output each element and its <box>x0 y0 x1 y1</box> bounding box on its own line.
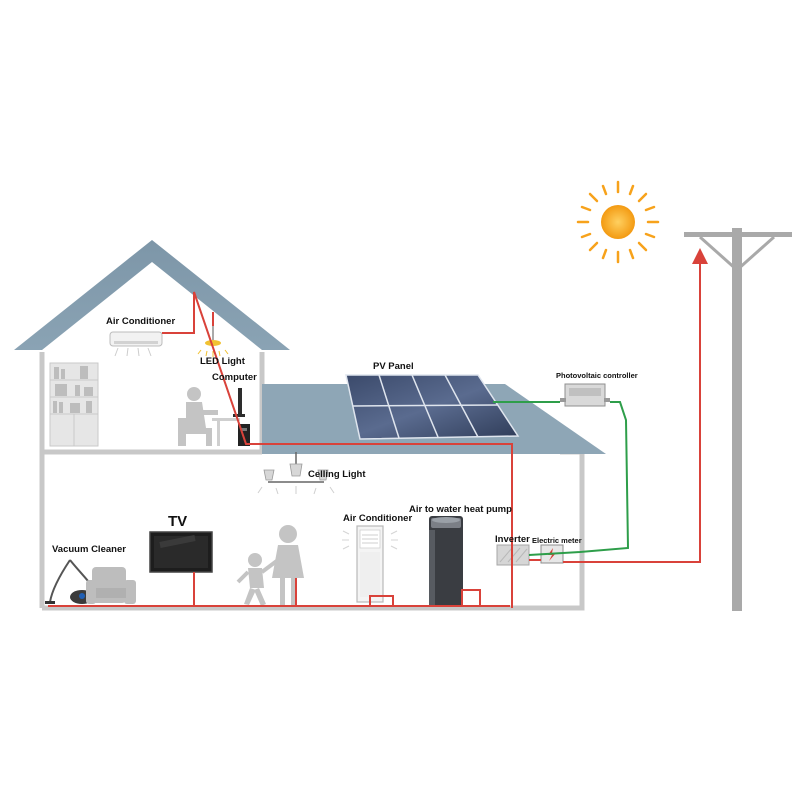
label-photovoltaic-controller: Photovoltaic controller <box>556 371 638 380</box>
utility-pole-icon <box>684 228 792 611</box>
photovoltaic-controller-icon <box>560 383 610 407</box>
ceiling-light-icon <box>257 452 335 495</box>
armchair-icon <box>86 567 136 604</box>
ac-wiring <box>48 248 708 608</box>
family-icon <box>236 525 304 606</box>
solar-panel-icon <box>345 374 520 440</box>
label-ceiling-light: Celling Light <box>308 469 366 480</box>
computer-icon <box>233 388 250 446</box>
tv-icon <box>149 531 213 573</box>
main-roof <box>14 240 290 350</box>
label-electric-meter: Electric meter <box>532 536 582 545</box>
label-air-conditioner-wall: Air Conditioner <box>106 316 176 327</box>
label-inverter: Inverter <box>495 534 530 545</box>
label-vacuum-cleaner: Vacuum Cleaner <box>52 544 126 555</box>
label-tv: TV <box>168 513 188 530</box>
label-pv-panel: PV Panel <box>373 361 414 372</box>
floor-ac-icon <box>342 525 398 603</box>
dc-wiring <box>493 401 630 556</box>
sun-icon <box>576 180 660 264</box>
led-light-icon <box>197 326 229 357</box>
wall-ac-icon <box>109 331 163 357</box>
bookshelf-icon <box>49 362 99 447</box>
label-led-light: LED Light <box>200 356 245 367</box>
heat-pump-icon <box>429 516 463 606</box>
label-computer: Computer <box>212 372 257 383</box>
label-air-conditioner-floor: Air Conditioner <box>343 513 413 524</box>
person-at-computer-icon <box>178 387 240 446</box>
label-heat-pump: Air to water heat pump <box>409 504 512 515</box>
